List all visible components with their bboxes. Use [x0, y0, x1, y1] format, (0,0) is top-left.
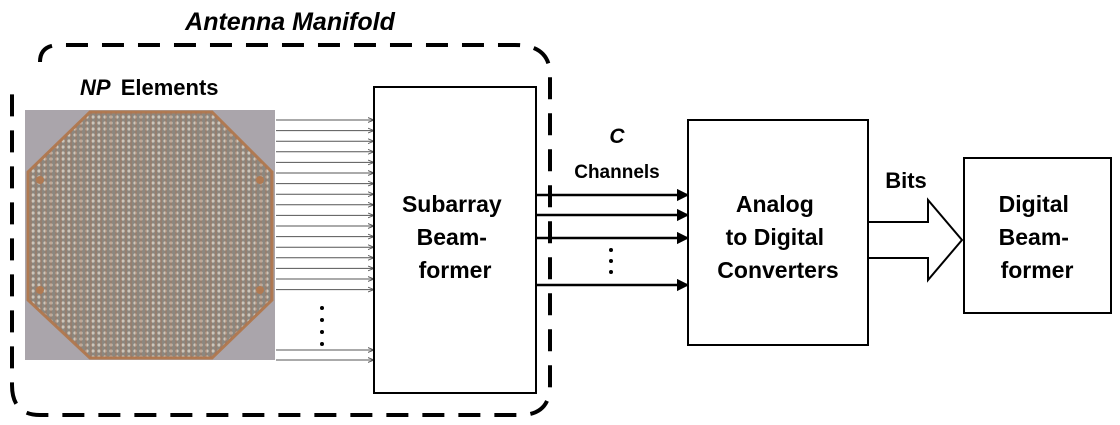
element-signal-lines: [276, 120, 374, 360]
bits-label: Bits: [885, 168, 927, 193]
channels-variable: C: [609, 125, 625, 148]
digital-line2: Beam-: [999, 224, 1069, 250]
subarray-line2: Beam-: [417, 224, 487, 250]
digital-beamformer-box: [963, 157, 1112, 314]
antenna-array-image: [25, 110, 275, 360]
channel-signal-lines: [536, 188, 690, 292]
bits-arrow: [867, 197, 964, 283]
element-ellipsis: [320, 306, 324, 346]
channel-ellipsis: [609, 248, 613, 274]
subarray-beamformer-box: [373, 86, 537, 394]
elements-label: NP Elements: [80, 75, 219, 100]
manifold-title: Antenna Manifold: [184, 8, 395, 36]
adc-label: Analog to Digital Converters: [717, 191, 838, 283]
elements-word: Elements: [121, 75, 219, 100]
subarray-line3: former: [419, 257, 492, 283]
adc-box: [687, 119, 869, 346]
adc-line3: Converters: [717, 257, 838, 283]
subarray-beamformer-label: Subarray Beam- former: [402, 191, 508, 283]
digital-beamformer-label: Digital Beam- former: [999, 191, 1076, 283]
digital-line3: former: [1001, 257, 1074, 283]
adc-line1: Analog: [736, 191, 814, 217]
digital-line1: Digital: [999, 191, 1069, 217]
subarray-line1: Subarray: [402, 191, 502, 217]
adc-line2: to Digital: [726, 224, 824, 250]
elements-variable: NP: [80, 75, 111, 100]
channels-word: Channels: [574, 162, 660, 183]
manifold-boundary: [10, 43, 552, 417]
